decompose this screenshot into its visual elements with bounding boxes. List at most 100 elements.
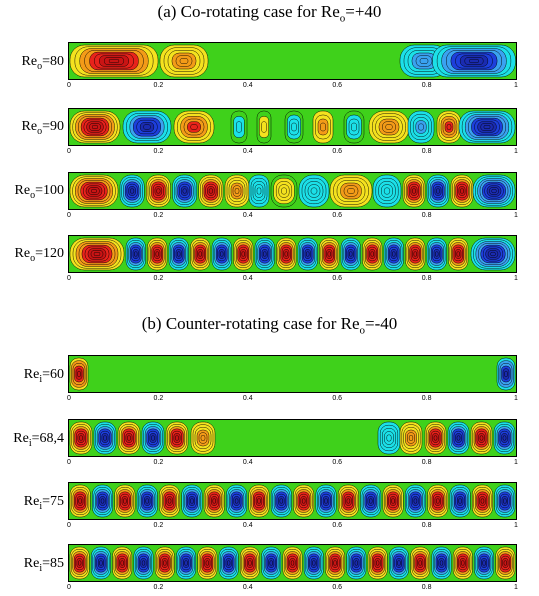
label-rei-68-4: Rei=68,4: [13, 431, 64, 449]
vortex-cell: [382, 484, 404, 518]
vortex-cell: [436, 110, 462, 144]
tick-label: 0.4: [242, 212, 253, 219]
vortex-cell: [218, 546, 239, 580]
tick-label: 1: [514, 148, 518, 155]
tick-label: 0: [67, 212, 71, 219]
vortex-cell: [343, 110, 365, 144]
tick-label: 0.2: [153, 82, 164, 89]
vortex-cell: [168, 237, 189, 271]
tick-label: 0.2: [153, 459, 164, 466]
vortex-cell: [447, 421, 470, 455]
vortex-cell: [284, 110, 304, 144]
vortex-cell: [190, 421, 216, 455]
tick-label: 0.2: [153, 395, 164, 402]
vortex-cell: [176, 546, 196, 580]
tick-label: 0.6: [332, 148, 343, 155]
vortex-cell: [276, 237, 297, 271]
tick-label: 0.4: [242, 82, 253, 89]
tick-label: 0: [67, 275, 71, 282]
vortex-cell: [240, 546, 260, 580]
vortex-cell: [325, 546, 345, 580]
vortex-cell: [472, 484, 493, 518]
vortex-cell: [165, 421, 189, 455]
tick-label: 0.6: [332, 82, 343, 89]
vortex-cell: [449, 484, 471, 518]
tick-label: 0.6: [332, 212, 343, 219]
tick-label: 0.6: [332, 395, 343, 402]
vortex-cell: [203, 484, 225, 518]
vortex-cell: [112, 546, 133, 580]
vortex-cell: [407, 110, 435, 144]
vortex-cell: [147, 237, 168, 271]
vortex-cell: [69, 421, 93, 455]
vortex-cell: [69, 357, 89, 391]
vortex-cell: [230, 110, 248, 144]
vortex-cell: [340, 237, 361, 271]
vortex-cell: [270, 174, 298, 208]
contour-strip: [68, 108, 517, 146]
tick-label: 0.8: [421, 82, 432, 89]
tick-label: 0.4: [242, 584, 253, 591]
label-rei-85: Rei=85: [23, 556, 64, 574]
vortex-cell: [114, 484, 136, 518]
vortex-cell: [233, 237, 254, 271]
vortex-cell: [197, 546, 218, 580]
tick-label: 0.4: [242, 275, 253, 282]
contour-strip: [68, 42, 517, 80]
tick-label: 0.2: [153, 584, 164, 591]
vortex-cell: [293, 484, 315, 518]
contour-strip: [68, 172, 517, 210]
contour-strip: [68, 482, 517, 520]
vortex-cell: [458, 110, 516, 144]
tick-label: 0: [67, 584, 71, 591]
title-b: (b) Counter-rotating case for Reo=-40: [141, 314, 398, 337]
vortex-cell: [92, 484, 113, 518]
tick-label: 1: [514, 212, 518, 219]
vortex-cell: [405, 237, 426, 271]
vortex-cell: [495, 546, 516, 580]
vortex-cell: [69, 546, 90, 580]
tick-label: 0.8: [421, 275, 432, 282]
vortex-cell: [402, 174, 426, 208]
vortex-cell: [125, 237, 146, 271]
vortex-cell: [198, 174, 224, 208]
vortex-cell: [368, 110, 410, 144]
tick-label: 1: [514, 459, 518, 466]
tick-label: 0.2: [153, 275, 164, 282]
vortex-cell: [91, 546, 111, 580]
vortex-cell: [372, 174, 402, 208]
tick-label: 0.4: [242, 148, 253, 155]
vortex-cell: [181, 484, 203, 518]
tick-label: 0.8: [421, 584, 432, 591]
tick-label: 0.8: [421, 522, 432, 529]
vortex-cell: [448, 237, 469, 271]
vortex-cell: [159, 484, 180, 518]
vortex-cell: [431, 546, 452, 580]
tick-label: 1: [514, 584, 518, 591]
tick-label: 0: [67, 82, 71, 89]
tick-label: 0: [67, 522, 71, 529]
vortex-cell: [133, 546, 154, 580]
vortex-cell: [69, 484, 91, 518]
tick-label: 0.6: [332, 584, 343, 591]
label-reo-100: Reo=100: [14, 183, 64, 201]
vortex-cell: [117, 421, 141, 455]
vortex-cell: [474, 546, 494, 580]
vortex-cell: [362, 237, 383, 271]
vortex-cell: [383, 237, 404, 271]
vortex-cell: [472, 174, 516, 208]
vortex-cell: [122, 110, 172, 144]
vortex-cell: [261, 546, 282, 580]
vortex-cell: [298, 174, 330, 208]
vortex-cell: [69, 110, 121, 144]
tick-label: 0.8: [421, 148, 432, 155]
vortex-cell: [159, 44, 209, 78]
tick-label: 0.6: [332, 522, 343, 529]
